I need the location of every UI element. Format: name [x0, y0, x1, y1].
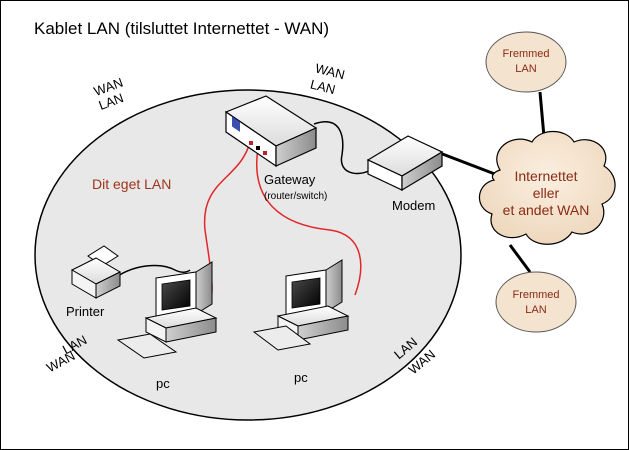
cable-printer-pc-left: [117, 264, 191, 277]
wan-cable-gateway-modem: [313, 121, 372, 175]
boundary-top-right-outer: WAN: [314, 60, 347, 82]
foreign-lan-bottom-line2: LAN: [525, 304, 546, 316]
pc-left-case-side: [165, 317, 217, 343]
foreign-lan-bottom-cloud: Fremmed LAN: [495, 271, 577, 333]
pc-left-name: pc: [156, 376, 170, 391]
gateway-name: Gateway: [264, 172, 316, 187]
foreign-lan-top-cloud: Fremmed LAN: [485, 31, 567, 93]
printer-name: Printer: [66, 304, 105, 319]
foreign-lan-top-shape: [485, 31, 567, 93]
pc-right-screen: [291, 277, 321, 309]
gateway-status-panel: [232, 116, 240, 132]
wan-cable-modem-internet: [431, 148, 501, 178]
gateway-side-face: [275, 127, 317, 167]
pc-right: pc: [252, 259, 350, 385]
internet-cloud-line2: eller: [533, 185, 560, 201]
internet-cloud-shape: [478, 130, 616, 245]
foreign-lan-bottom-line1: Fremmed: [512, 289, 559, 301]
gateway-device: Gateway (router/switch): [224, 95, 327, 202]
pc-right-name: pc: [294, 370, 308, 385]
modem-device: Modem: [366, 135, 444, 213]
boundary-top-right-inner: LAN: [309, 76, 337, 97]
lan-cable-gateway-pc-right: [256, 147, 362, 296]
printer-device: Printer: [66, 245, 122, 319]
gateway-subtitle: (router/switch): [264, 191, 327, 202]
pc-left: pc: [116, 261, 218, 391]
internet-cloud-line3: et andet WAN: [503, 202, 590, 218]
gateway-port-3: [263, 151, 267, 155]
foreign-lan-top-line1: Fremmed: [502, 48, 549, 60]
internet-cloud: Internettet eller et andet WAN: [478, 130, 616, 245]
gateway-port-2: [256, 146, 260, 150]
modem-name: Modem: [392, 198, 435, 213]
pc-left-keyboard: [116, 333, 178, 359]
boundary-label-top-right: WAN LAN: [309, 60, 347, 97]
foreign-lan-top-line2: LAN: [515, 63, 536, 75]
foreign-lan-bottom-shape: [495, 271, 577, 333]
modem-side-face: [401, 150, 443, 192]
diagram-title: Kablet LAN (tilsluttet Internettet - WAN…: [34, 19, 329, 38]
internet-cloud-line1: Internettet: [514, 168, 577, 184]
pc-left-screen: [161, 279, 191, 311]
gateway-port-1: [249, 141, 253, 145]
gateway-ports: [249, 141, 267, 155]
pc-right-keyboard: [252, 325, 312, 351]
own-lan-label: Dit eget LAN: [92, 176, 171, 192]
wan-cable-internet-foreign-bottom: [508, 244, 532, 273]
printer-body-side: [95, 271, 121, 299]
